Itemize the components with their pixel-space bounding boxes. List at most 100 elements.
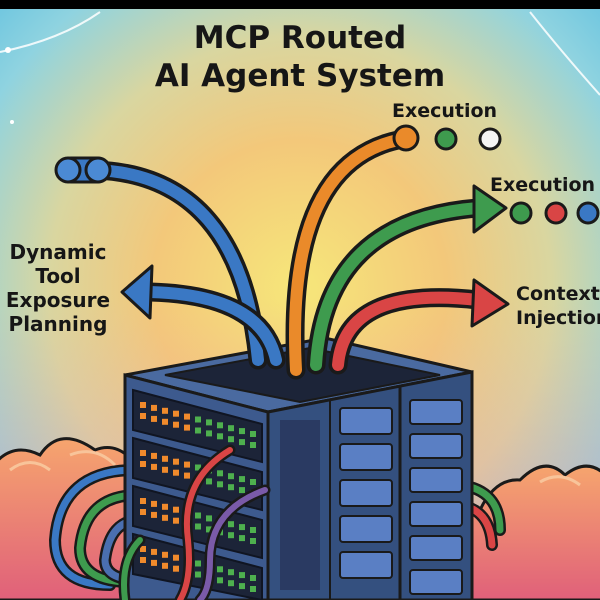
led-light — [239, 524, 245, 531]
led-light — [250, 442, 256, 448]
arrow-head-icon — [470, 278, 510, 328]
led-light — [239, 487, 245, 494]
diagram-title-line1: MCP Routed — [194, 20, 406, 56]
led-light — [151, 548, 157, 555]
led-light — [151, 463, 157, 470]
status-dot-icon — [478, 127, 502, 151]
led-light — [140, 498, 146, 504]
led-light — [217, 433, 223, 440]
led-light — [239, 572, 245, 579]
led-light — [195, 523, 201, 530]
led-light — [162, 514, 168, 521]
led-light — [228, 580, 234, 587]
led-light — [140, 402, 146, 408]
led-light — [173, 554, 179, 561]
led-light — [228, 521, 234, 528]
led-light — [206, 515, 212, 522]
led-light — [228, 436, 234, 443]
led-light — [195, 464, 201, 471]
led-light — [195, 560, 201, 567]
led-light — [173, 469, 179, 476]
label-context: Context — [516, 283, 600, 305]
led-light — [162, 418, 168, 425]
led-light — [151, 511, 157, 518]
led-light — [195, 571, 201, 578]
sky-swoosh-left — [0, 11, 101, 53]
label-dynamic: Dynamic — [10, 240, 107, 264]
led-light — [162, 455, 168, 462]
sparkle — [10, 120, 14, 124]
led-light — [151, 559, 157, 566]
led-light — [173, 410, 179, 417]
status-dot-icon — [576, 201, 600, 225]
led-light — [239, 428, 245, 435]
led-light — [151, 415, 157, 422]
led-light — [250, 586, 256, 592]
label-injection: Injection — [516, 307, 600, 329]
led-light — [250, 479, 256, 485]
cable-green — [306, 198, 488, 375]
led-light — [140, 509, 146, 515]
led-light — [217, 422, 223, 429]
led-light — [239, 535, 245, 542]
cable-red — [328, 288, 488, 375]
rack-front-cables — [118, 444, 271, 600]
status-dot-icon — [434, 127, 458, 151]
status-dot-icon — [544, 201, 568, 225]
led-light — [140, 546, 146, 552]
cable-end-orange — [392, 124, 420, 152]
arrow-head-icon — [472, 184, 508, 234]
led-light — [173, 506, 179, 513]
led-light — [140, 557, 146, 563]
sky-swoosh-right — [529, 11, 600, 96]
led-light — [250, 575, 256, 581]
sparkle — [5, 47, 11, 53]
rack-leds — [140, 402, 256, 592]
label-execution-top: Execution — [392, 100, 497, 122]
led-light — [228, 569, 234, 576]
led-light — [239, 439, 245, 446]
led-light — [162, 562, 168, 569]
led-light — [184, 472, 190, 479]
led-light — [228, 473, 234, 480]
led-light — [195, 512, 201, 519]
led-light — [250, 431, 256, 437]
led-light — [206, 526, 212, 533]
led-light — [228, 425, 234, 432]
led-light — [250, 538, 256, 544]
led-light — [184, 461, 190, 468]
led-light — [140, 450, 146, 456]
status-dot-icon — [509, 201, 533, 225]
led-light — [195, 416, 201, 423]
led-light — [195, 427, 201, 434]
led-light — [184, 424, 190, 431]
led-light — [173, 458, 179, 465]
led-light — [162, 407, 168, 414]
led-light — [217, 481, 223, 488]
led-light — [173, 565, 179, 572]
led-light — [217, 577, 223, 584]
led-light — [217, 566, 223, 573]
led-light — [162, 503, 168, 510]
led-light — [162, 551, 168, 558]
led-light — [206, 430, 212, 437]
connector-plug-icon — [54, 156, 112, 184]
led-light — [140, 413, 146, 419]
led-light — [151, 404, 157, 411]
led-light — [173, 421, 179, 428]
top-bar — [0, 0, 600, 9]
led-light — [228, 532, 234, 539]
led-light — [140, 461, 146, 467]
led-light — [173, 517, 179, 524]
led-light — [151, 452, 157, 459]
led-light — [228, 484, 234, 491]
led-light — [162, 466, 168, 473]
led-light — [206, 478, 212, 485]
led-light — [239, 583, 245, 590]
label-exposure: Exposure — [6, 288, 110, 312]
led-light — [206, 419, 212, 426]
led-light — [239, 476, 245, 483]
rack-side-panels — [339, 399, 463, 595]
